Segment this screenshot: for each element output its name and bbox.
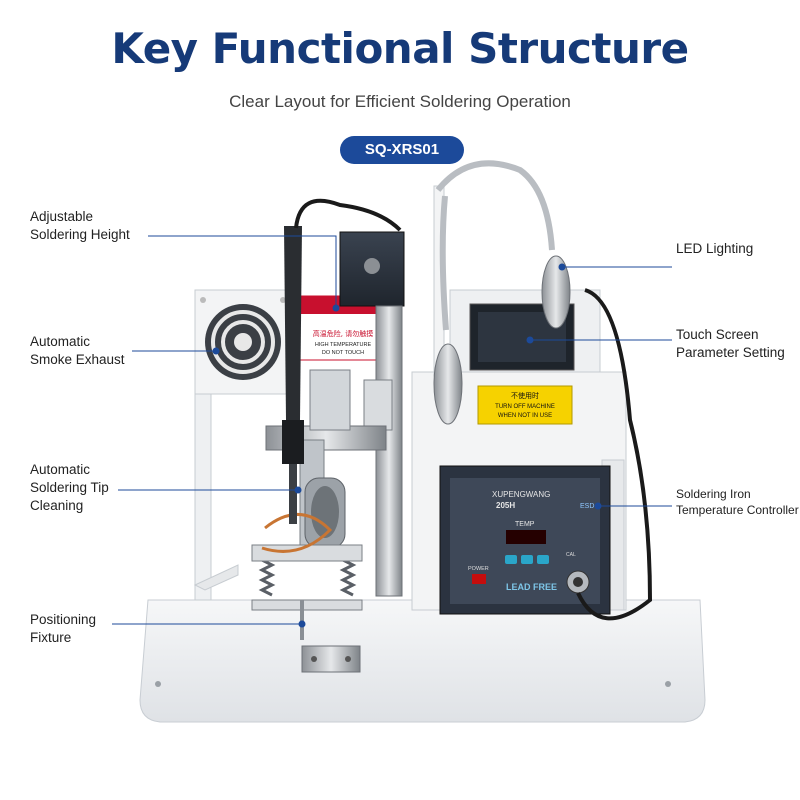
svg-text:CAL: CAL [566,552,576,558]
svg-text:TEMP: TEMP [515,521,535,528]
height-springs [258,558,357,597]
callout-text: Touch Screen [676,327,759,342]
svg-text:XUPENGWANG: XUPENGWANG [492,490,550,499]
turn-off-sticker [477,385,573,425]
callout-touch-screen: Touch Screen Parameter Setting [676,326,785,362]
soldering-iron-handle [284,226,302,420]
callout-text: Automatic [30,334,91,349]
callout-led-lighting: LED Lighting [676,240,753,258]
svg-text:HIGH TEMPERATURE: HIGH TEMPERATURE [315,342,372,348]
svg-text:ESD: ESD [580,503,594,510]
z-axis-column [375,305,403,597]
callout-text: LED Lighting [676,241,754,256]
callout-lines [112,235,672,625]
base-plate [139,599,706,723]
callout-text: Automatic [30,462,91,477]
svg-text:DO NOT TOUCH: DO NOT TOUCH [322,350,364,356]
callout-tip-cleaning: Automatic Soldering Tip Cleaning [30,461,109,515]
callout-text: Cleaning [30,498,84,513]
page-subtitle: Clear Layout for Efficient Soldering Ope… [229,92,571,111]
led-gooseneck-left [439,195,449,331]
svg-text:高温危险, 请勿触摸: 高温危险, 请勿触摸 [313,329,373,338]
callout-text: Temperature Controller [676,503,799,517]
svg-text:LEAD FREE: LEAD FREE [506,582,557,592]
callout-text: Soldering Iron [676,487,751,501]
svg-text:不使用时: 不使用时 [511,391,539,400]
svg-text:POWER: POWER [468,566,489,572]
callout-text: Soldering Tip [30,480,109,495]
model-badge: SQ-XRS01 [340,136,464,164]
led-lamp-head-left [433,343,463,425]
svg-text:WHEN NOT IN USE: WHEN NOT IN USE [498,413,552,419]
led-lamp-head-right [541,255,571,329]
svg-text:205H: 205H [496,501,515,510]
callout-smoke-exhaust: Automatic Smoke Exhaust [30,333,125,369]
callout-text: Smoke Exhaust [30,352,125,367]
callout-text: Fixture [30,630,72,645]
callout-text: Positioning [30,612,97,627]
positioning-fixture [301,645,361,673]
led-gooseneck-right [435,160,555,251]
callout-adjustable-height: Adjustable Soldering Height [30,208,130,244]
page-title: Key Functional Structure [111,24,689,73]
exhaust-fan-grille [205,304,281,380]
svg-text:TURN OFF MACHINE: TURN OFF MACHINE [495,404,555,410]
callout-text: Soldering Height [30,227,130,242]
callout-temperature-controller: Soldering Iron Temperature Controller [676,486,799,518]
callout-text: Parameter Setting [676,345,785,360]
callout-text: Adjustable [30,209,94,224]
callout-positioning-fixture: Positioning Fixture [30,611,96,647]
power-switch [472,574,486,584]
